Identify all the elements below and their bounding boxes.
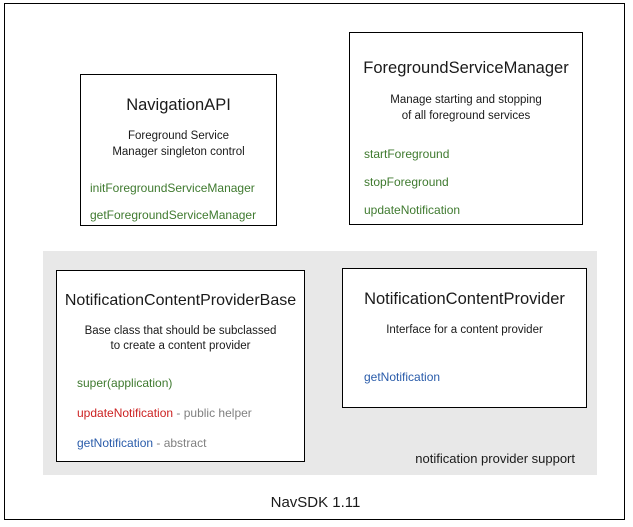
class-box-navigation-api[interactable]: NavigationAPI Foreground Service Manager… — [80, 74, 277, 226]
class-title-foreground-service-manager: ForegroundServiceManager — [363, 59, 569, 77]
method-name: initForegroundServiceManager — [90, 181, 255, 196]
method-item[interactable]: getNotification - abstract — [77, 437, 304, 449]
class-box-foreground-service-manager[interactable]: ForegroundServiceManager Manage starting… — [349, 32, 583, 225]
description-line: Base class that should be subclassed — [84, 324, 277, 337]
diagram-caption: NavSDK 1.11 — [270, 494, 361, 511]
class-description-navigation-api: Foreground Service Manager singleton con… — [81, 129, 276, 160]
diagram-outer-frame: notification provider support Navigation… — [4, 3, 625, 520]
method-item[interactable]: startForeground — [364, 148, 582, 160]
method-list-notification-content-provider-base: super(application) updateNotification - … — [57, 377, 304, 449]
method-item[interactable]: getForegroundServiceManager — [90, 209, 276, 221]
method-name: getNotification — [77, 435, 154, 450]
description-line: to create a content provider — [110, 340, 251, 353]
method-item[interactable]: updateNotification — [364, 204, 582, 216]
class-description-notification-content-provider: Interface for a content provider — [343, 323, 586, 339]
method-item[interactable]: initForegroundServiceManager — [90, 182, 276, 194]
method-name: super(application) — [77, 375, 173, 390]
method-list-notification-content-provider: getNotification — [343, 371, 586, 383]
class-box-notification-content-provider[interactable]: NotificationContentProvider Interface fo… — [342, 268, 587, 408]
description-line: Manager singleton control — [112, 145, 245, 158]
description-line: Foreground Service — [128, 130, 229, 143]
method-item[interactable]: updateNotification - public helper — [77, 407, 304, 419]
method-item[interactable]: super(application) — [77, 377, 304, 389]
description-line: Manage starting and stopping — [390, 94, 542, 107]
group-panel-label: notification provider support — [415, 451, 575, 466]
method-name: updateNotification — [364, 203, 461, 218]
method-name: stopForeground — [364, 175, 449, 190]
method-item[interactable]: stopForeground — [364, 176, 582, 188]
class-description-foreground-service-manager: Manage starting and stopping of all fore… — [350, 93, 582, 124]
method-item[interactable]: getNotification — [364, 371, 586, 383]
method-name: getForegroundServiceManager — [90, 208, 257, 223]
method-name: startForeground — [364, 147, 450, 162]
class-box-notification-content-provider-base[interactable]: NotificationContentProviderBase Base cla… — [56, 270, 305, 462]
class-description-notification-content-provider-base: Base class that should be subclassed to … — [57, 324, 304, 355]
method-note: - public helper — [173, 405, 252, 420]
method-name: getNotification — [364, 369, 441, 384]
class-title-navigation-api: NavigationAPI — [126, 96, 231, 114]
description-line: of all foreground services — [401, 109, 531, 122]
method-name: updateNotification — [77, 405, 174, 420]
class-title-notification-content-provider-base: NotificationContentProviderBase — [64, 292, 297, 309]
class-title-notification-content-provider: NotificationContentProvider — [364, 290, 565, 308]
method-note: - abstract — [153, 435, 207, 450]
description-line: Interface for a content provider — [386, 324, 543, 337]
method-list-navigation-api: initForegroundServiceManager getForegrou… — [81, 182, 276, 221]
method-list-foreground-service-manager: startForeground stopForeground updateNot… — [350, 148, 582, 216]
